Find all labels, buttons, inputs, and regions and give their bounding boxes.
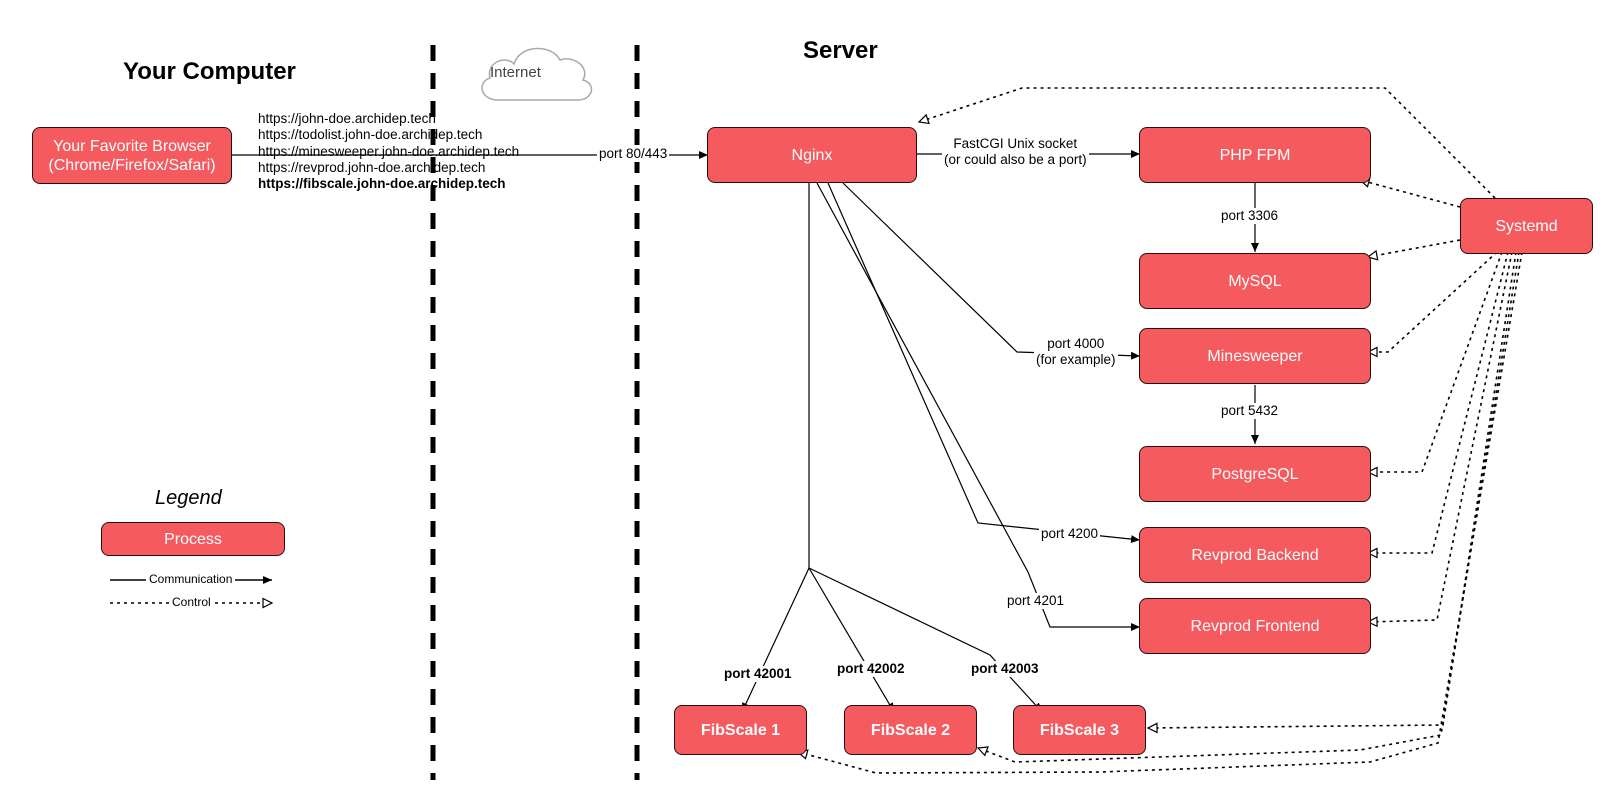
- control-systemd-revprod-frontend: [1366, 251, 1513, 628]
- wire-fibscale-3: [808, 567, 1043, 713]
- label-port-42003: port 42003: [969, 661, 1041, 677]
- url-item: https://minesweeper.john-doe.archidep.te…: [258, 143, 520, 159]
- fibscale-2-process[interactable]: FibScale 2: [844, 705, 977, 755]
- control-systemd-php: [1358, 177, 1461, 208]
- php-fpm-process[interactable]: PHP FPM: [1139, 127, 1371, 183]
- url-item: https://todolist.john-doe.archidep.tech: [258, 127, 483, 143]
- legend-control-label: Control: [169, 595, 214, 609]
- revprod-backend-process[interactable]: Revprod Backend: [1139, 527, 1371, 583]
- label-fastcgi: FastCGI Unix socket (or could also be a …: [942, 136, 1089, 168]
- wire-nginx-minesweeper: [842, 182, 1141, 360]
- label-port-4201: port 4201: [1005, 593, 1067, 609]
- browser-label-line1: Your Favorite Browser: [53, 137, 211, 155]
- label-port-5432: port 5432: [1219, 403, 1281, 419]
- label-port-4000-line1: port 4000: [1047, 336, 1105, 351]
- mysql-process[interactable]: MySQL: [1139, 253, 1371, 309]
- control-systemd-revprod-backend: [1366, 251, 1509, 559]
- label-port-80-443: port 80/443: [597, 146, 670, 162]
- wire-fibscale-2: [808, 567, 895, 713]
- label-port-3306: port 3306: [1219, 208, 1281, 224]
- label-port-4000: port 4000 (for example): [1034, 336, 1118, 368]
- label-port-42001: port 42001: [722, 666, 794, 682]
- legend-title: Legend: [155, 487, 222, 509]
- minesweeper-process[interactable]: Minesweeper: [1139, 328, 1371, 384]
- heading-server: Server: [803, 37, 878, 64]
- url-item: https://fibscale.john-doe.archidep.tech: [258, 176, 506, 192]
- browser-process[interactable]: Your Favorite Browser (Chrome/Firefox/Sa…: [32, 127, 232, 184]
- heading-your-computer: Your Computer: [123, 58, 296, 85]
- systemd-process[interactable]: Systemd: [1460, 198, 1593, 254]
- revprod-frontend-process[interactable]: Revprod Frontend: [1139, 598, 1371, 654]
- fibscale-1-process[interactable]: FibScale 1: [674, 705, 807, 755]
- browser-label-line2: (Chrome/Firefox/Safari): [48, 156, 216, 174]
- label-fastcgi-line2: (or could also be a port): [944, 152, 1087, 167]
- label-fastcgi-line1: FastCGI Unix socket: [953, 136, 1078, 151]
- control-systemd-minesweeper: [1366, 251, 1498, 358]
- wire-nginx-revprod-frontend: [816, 182, 1140, 631]
- internet-cloud-icon: [481, 47, 593, 101]
- legend-process-box: Process: [101, 522, 285, 556]
- label-port-4000-line2: (for example): [1036, 352, 1116, 367]
- control-systemd-nginx: [917, 87, 1496, 199]
- url-item: https://revprod.john-doe.archidep.tech: [258, 159, 486, 175]
- label-port-42002: port 42002: [835, 661, 907, 677]
- internet-label: Internet: [490, 64, 541, 81]
- wire-fibscale-1: [741, 567, 810, 713]
- label-port-4200: port 4200: [1039, 526, 1101, 542]
- fibscale-3-process[interactable]: FibScale 3: [1013, 705, 1146, 755]
- control-systemd-fibscale-1: [796, 251, 1523, 774]
- legend-communication-label: Communication: [146, 572, 236, 586]
- control-systemd-postgres: [1366, 251, 1503, 478]
- control-systemd-fibscale-3: [1146, 251, 1517, 734]
- postgresql-process[interactable]: PostgreSQL: [1139, 446, 1371, 502]
- url-list: https://john-doe.archidep.tech https://t…: [258, 111, 519, 192]
- control-systemd-mysql: [1366, 239, 1461, 261]
- nginx-process[interactable]: Nginx: [707, 127, 917, 183]
- url-item: https://john-doe.archidep.tech: [258, 111, 436, 126]
